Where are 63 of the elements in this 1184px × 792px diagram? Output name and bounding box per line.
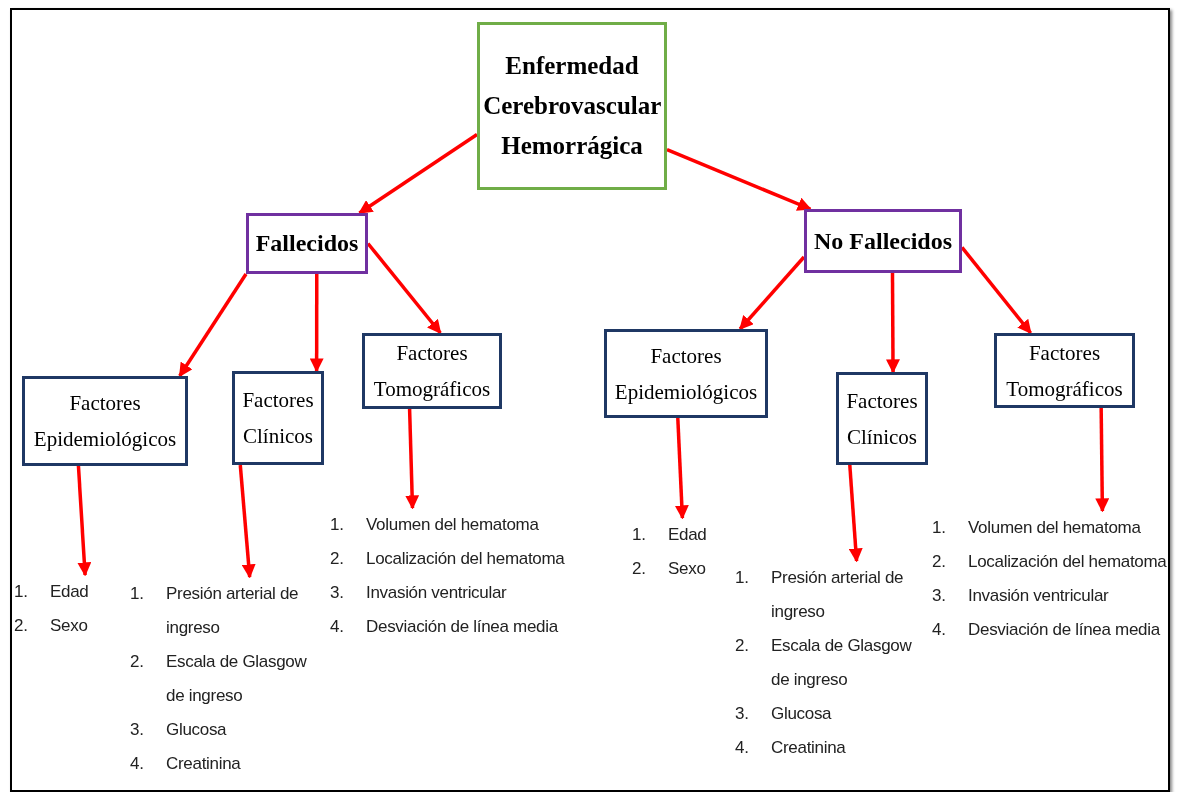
list-item: Sexo — [50, 615, 89, 637]
arrow — [405, 408, 420, 510]
list-number: 1. — [932, 517, 947, 539]
arrow — [178, 273, 248, 378]
list-item: Creatinina — [166, 753, 242, 775]
list-item: Invasión ventricular — [366, 582, 508, 604]
factor-box: Factores Clínicos — [232, 371, 324, 465]
list-item: Desviación de línea media — [366, 616, 560, 638]
arrow — [960, 246, 1033, 335]
list-number: 1. — [130, 583, 145, 605]
list-item: Presión arterial de ingreso — [166, 583, 300, 639]
list-item: Escala de Glasgow de ingreso — [771, 635, 913, 691]
list-item: Glucosa — [771, 703, 833, 725]
list-number: 3. — [130, 719, 145, 741]
list-number: 2. — [735, 635, 750, 657]
arrow — [674, 417, 689, 520]
list-number: 3. — [735, 703, 750, 725]
list-item: Invasión ventricular — [968, 585, 1110, 607]
list-number: 1. — [632, 524, 647, 546]
arrow — [738, 255, 806, 331]
list-number: 4. — [330, 616, 345, 638]
list-item: Sexo — [668, 558, 707, 580]
list-item: Presión arterial de ingreso — [771, 567, 905, 623]
list-number: 1. — [14, 581, 29, 603]
list-number: 2. — [632, 558, 647, 580]
list-number: 4. — [735, 737, 750, 759]
arrow — [666, 148, 812, 211]
factor-box: Factores Epidemiológicos — [22, 376, 188, 466]
arrow — [358, 133, 478, 215]
list-number: 4. — [932, 619, 947, 641]
list-number: 2. — [130, 651, 145, 673]
arrow — [885, 273, 900, 374]
arrow — [238, 464, 256, 579]
arrow — [309, 274, 324, 373]
list-number: 4. — [130, 753, 145, 775]
list-item: Volumen del hematoma — [366, 514, 540, 536]
list-item: Localización del hematoma — [366, 548, 566, 570]
list-item: Edad — [50, 581, 90, 603]
list-number: 2. — [14, 615, 29, 637]
factor-box: Factores Tomográficos — [362, 333, 502, 409]
list-item: Glucosa — [166, 719, 228, 741]
arrow — [1095, 407, 1110, 513]
list-number: 3. — [330, 582, 345, 604]
list-item: Creatinina — [771, 737, 847, 759]
list-number: 2. — [932, 551, 947, 573]
list-item: Localización del hematoma — [968, 551, 1168, 573]
list-item: Volumen del hematoma — [968, 517, 1142, 539]
list-item: Escala de Glasgow de ingreso — [166, 651, 308, 707]
arrow — [76, 465, 92, 577]
title-box: Enfermedad Cerebrovascular Hemorrágica — [477, 22, 667, 190]
list-item: Desviación de línea media — [968, 619, 1162, 641]
list-number: 2. — [330, 548, 345, 570]
category-box: No Fallecidos — [804, 209, 962, 273]
factor-box: Factores Clínicos — [836, 372, 928, 465]
list-number: 3. — [932, 585, 947, 607]
category-box: Fallecidos — [246, 213, 368, 274]
arrow — [848, 464, 863, 563]
list-item: Edad — [668, 524, 708, 546]
arrow — [366, 242, 442, 335]
factor-box: Factores Epidemiológicos — [604, 329, 768, 418]
factor-box: Factores Tomográficos — [994, 333, 1135, 408]
list-number: 1. — [735, 567, 750, 589]
list-number: 1. — [330, 514, 345, 536]
